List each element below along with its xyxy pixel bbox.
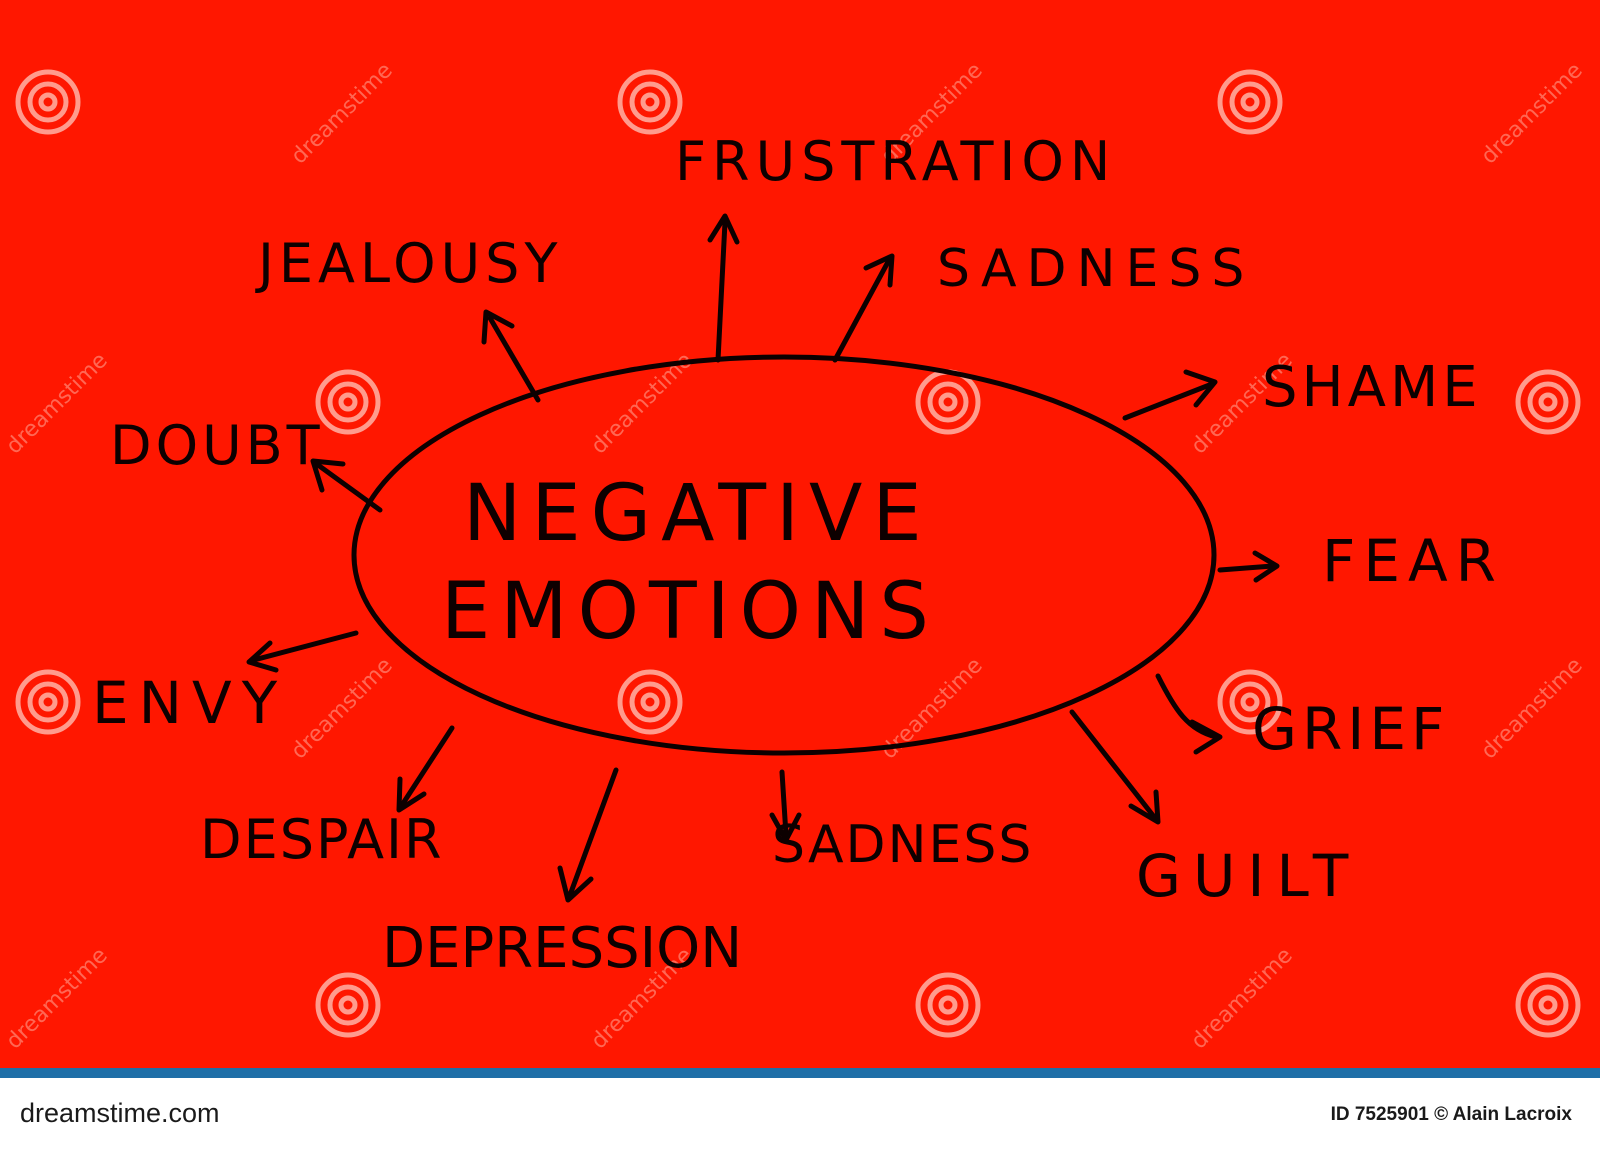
footer-logo[interactable]: dreamstime.com: [20, 1098, 220, 1128]
connector-arrows: [246, 213, 1280, 903]
watermark-text: dreamstime: [1187, 943, 1298, 1054]
diagram-area: dreamstime dreamstime dreamstime dreamst…: [1, 58, 1588, 1055]
emotion-label: FRUSTRATION: [675, 130, 1116, 193]
arrow-grief: [1155, 673, 1223, 755]
watermark-spiral-icon: [1217, 69, 1283, 135]
emotion-label: DESPAIR: [200, 808, 443, 871]
arrow-fear: [1217, 550, 1280, 583]
emotion-labels: FRUSTRATION JEALOUSY SADNESS SHAME DOUBT…: [92, 130, 1504, 981]
arrow-despair: [396, 725, 455, 813]
watermark-text: dreamstime: [1477, 58, 1588, 169]
image-credit: ID 7525901 © Alain Lacroix: [1330, 1104, 1572, 1125]
center-ellipse: [351, 354, 1217, 756]
arrow-guilt: [1069, 709, 1161, 825]
watermark-spiral-icon: [15, 69, 81, 135]
watermark-text: dreamstime: [2, 943, 113, 1054]
emotion-label: SHAME: [1262, 355, 1482, 420]
emotion-label: SADNESS: [772, 815, 1033, 875]
emotion-label: ENVY: [92, 669, 287, 737]
arrow-sadness-bottom: [769, 769, 802, 843]
watermark-spiral-icon: [1515, 972, 1581, 1038]
arrow-jealousy: [481, 309, 541, 403]
arrow-depression: [557, 767, 619, 903]
watermark-spiral-icon: [1515, 369, 1581, 435]
watermark-spiral-icon: [315, 972, 381, 1038]
emotion-label: GUILT: [1136, 842, 1360, 910]
arrow-frustration: [707, 213, 740, 363]
emotion-label: SADNESS: [937, 239, 1254, 299]
watermark-spiral-icon: [915, 972, 981, 1038]
arrow-doubt: [310, 458, 383, 513]
watermark-text: dreamstime: [1477, 653, 1588, 764]
watermark-text: dreamstime: [287, 653, 398, 764]
watermark-spiral-icon: [617, 69, 683, 135]
arrow-shame: [1122, 369, 1218, 421]
emotion-label: DEPRESSION: [382, 916, 742, 981]
watermark-spiral-icon: [1217, 669, 1283, 735]
center-title-line1: NEGATIVE: [463, 469, 932, 559]
mind-map-diagram: dreamstime dreamstime dreamstime dreamst…: [2, 58, 1588, 1054]
arrow-envy: [246, 630, 359, 673]
emotion-label: GRIEF: [1252, 695, 1449, 763]
center-title-line2: EMOTIONS: [441, 567, 939, 657]
watermark-spiral-icon: [315, 369, 381, 435]
watermark-spiral-icon: [915, 369, 981, 435]
footer: dreamstime.com ID 7525901 © Alain Lacroi…: [0, 1068, 1600, 1157]
emotion-label: JEALOUSY: [255, 232, 562, 295]
watermark-spiral-icon: [15, 669, 81, 735]
emotion-label: DOUBT: [110, 414, 324, 477]
watermark-spiral-icon: [617, 669, 683, 735]
footer-bar: [0, 1068, 1600, 1078]
watermark-text: dreamstime: [287, 58, 398, 169]
arrow-sadness-top: [832, 253, 895, 363]
watermark-text: dreamstime: [2, 348, 113, 459]
emotion-label: FEAR: [1322, 527, 1504, 595]
